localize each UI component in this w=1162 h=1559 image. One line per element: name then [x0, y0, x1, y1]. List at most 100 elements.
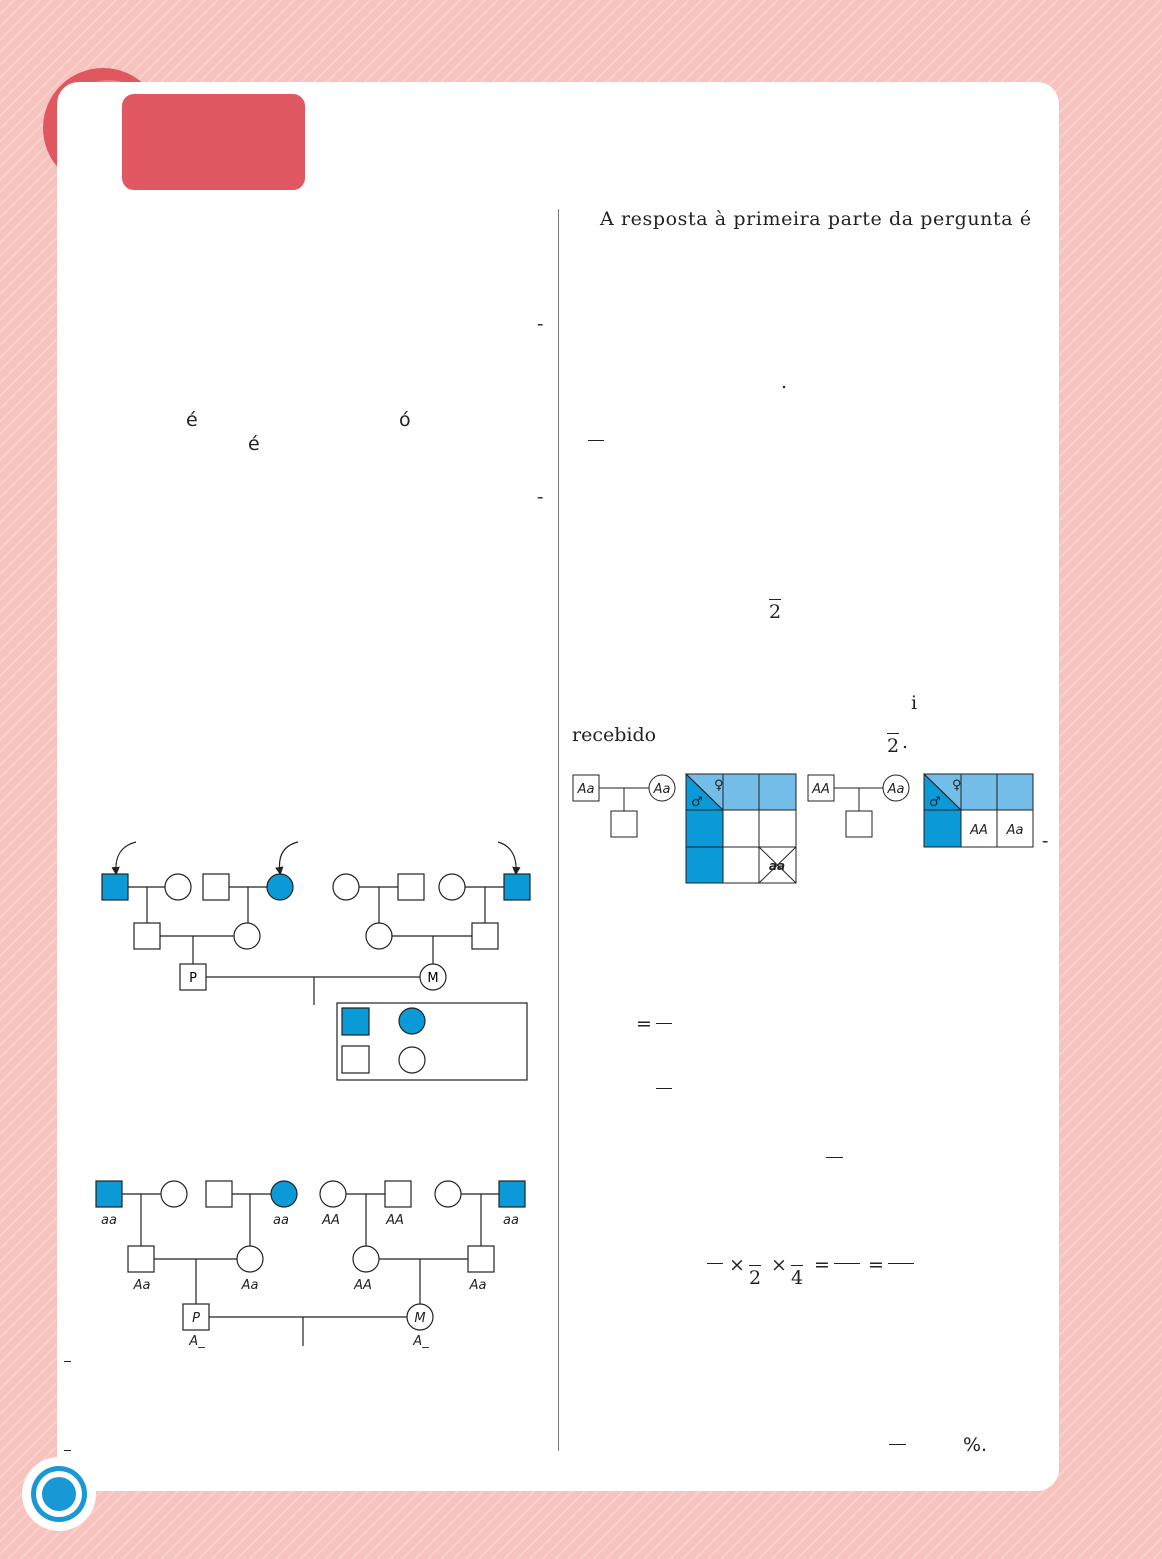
genotype-label: aa: [101, 1213, 117, 1228]
genotype-label: aa: [273, 1213, 289, 1228]
affected-male: [95, 1180, 123, 1208]
genotype-label: Aa: [653, 782, 671, 797]
unaffected-male: [133, 922, 161, 950]
unaffected-male: [471, 922, 499, 950]
unaffected-male: [202, 873, 230, 901]
unaffected-male: [397, 873, 425, 901]
unaffected-male: [127, 1245, 155, 1273]
individual-m: [419, 963, 447, 991]
unaffected-female: [438, 873, 466, 901]
cross-offspring: [845, 810, 873, 838]
genotype-label: Aa: [577, 782, 595, 797]
legend-unaffected-male: [341, 1045, 370, 1074]
fraction-bar: [588, 440, 604, 441]
percent-sign: %.: [963, 1434, 988, 1456]
fraction-bar: [888, 1263, 914, 1264]
cross-father: [572, 774, 600, 802]
accent-o: ó: [399, 409, 411, 431]
legend-affected-male: [341, 1007, 370, 1036]
genotype-label: Aa: [241, 1278, 259, 1293]
unaffected-female: [164, 873, 192, 901]
affected-male: [101, 873, 129, 901]
cross-mother: [882, 774, 910, 802]
letter-i: i: [911, 692, 918, 714]
line-hyphen: -: [537, 486, 544, 508]
fraction-bar: [656, 1023, 672, 1024]
label-m: M: [427, 971, 438, 986]
fraction-bar: [834, 1263, 860, 1264]
male-symbol: ♂: [691, 795, 703, 810]
unaffected-male: [205, 1180, 233, 1208]
legend-affected-female: [398, 1007, 426, 1035]
fraction-bar: [656, 1088, 672, 1089]
unaffected-male: [467, 1245, 495, 1273]
accent-e: é: [186, 409, 198, 431]
fraction-denominator: 2: [887, 733, 900, 757]
line-hyphen: -: [1042, 830, 1049, 852]
genotype-label: Aa: [887, 782, 905, 797]
accent-e: é: [248, 433, 260, 455]
column-divider: [558, 209, 559, 1451]
equals-sign: =: [814, 1254, 830, 1276]
label-m: M: [414, 1311, 425, 1326]
genotype-label: Aa: [133, 1278, 151, 1293]
genotype-label: Aa: [469, 1278, 487, 1293]
struck-cell-label: aa: [769, 859, 785, 873]
affected-female: [270, 1180, 298, 1208]
punnett-square-2: [922, 773, 1034, 848]
genotype-label: AA: [385, 1213, 404, 1228]
genotype-label: AA: [811, 782, 830, 797]
affected-male: [503, 873, 531, 901]
female-symbol: ♀: [952, 778, 962, 793]
line-dash: [64, 1450, 71, 1451]
fraction-denominator: 4: [791, 1265, 804, 1289]
affected-male: [498, 1180, 526, 1208]
cross-father: [807, 774, 835, 802]
fraction-denominator: 2: [769, 599, 782, 623]
legend-unaffected-female: [398, 1046, 426, 1074]
equals-sign: =: [636, 1013, 652, 1035]
unaffected-female: [319, 1180, 347, 1208]
individual-p: [182, 1303, 210, 1331]
punnett-cell-label: Aa: [1006, 823, 1024, 838]
genotype-label: A_: [188, 1334, 205, 1349]
male-symbol: ♂: [929, 795, 941, 810]
fraction-bar: [889, 1444, 906, 1445]
label-p: P: [192, 1311, 200, 1326]
genotype-label: A_: [412, 1334, 429, 1349]
fraction-denominator: 2: [749, 1265, 762, 1289]
punnett-square-1: [684, 773, 797, 884]
equals-sign: =: [868, 1254, 884, 1276]
female-symbol: ♀: [714, 778, 724, 793]
line-hyphen: -: [537, 313, 544, 335]
unaffected-female: [236, 1245, 264, 1273]
section-tab: [122, 94, 305, 190]
dot-mark: .: [781, 371, 788, 393]
unaffected-female: [434, 1180, 462, 1208]
unaffected-female: [332, 873, 360, 901]
footer-badge-dot: [42, 1477, 76, 1511]
fraction-bar: [826, 1157, 843, 1158]
unaffected-female: [233, 922, 261, 950]
fraction-bar: [707, 1263, 723, 1264]
label-p: P: [189, 971, 197, 986]
genotype-label: AA: [353, 1278, 372, 1293]
cross-mother: [648, 774, 676, 802]
genotype-label: AA: [321, 1213, 340, 1228]
unaffected-female: [160, 1180, 188, 1208]
times-sign: ×: [771, 1254, 787, 1276]
answer-intro: A resposta à primeira parte da pergunta …: [600, 208, 1032, 230]
period-mark: .: [902, 731, 909, 753]
individual-m: [406, 1303, 434, 1331]
word-recebido: recebido: [572, 724, 657, 746]
affected-female: [266, 873, 294, 901]
unaffected-female: [365, 922, 393, 950]
individual-p: [179, 963, 207, 991]
unaffected-female: [352, 1245, 380, 1273]
genotype-label: aa: [503, 1213, 519, 1228]
line-dash: [64, 1361, 71, 1362]
unaffected-male: [384, 1180, 412, 1208]
